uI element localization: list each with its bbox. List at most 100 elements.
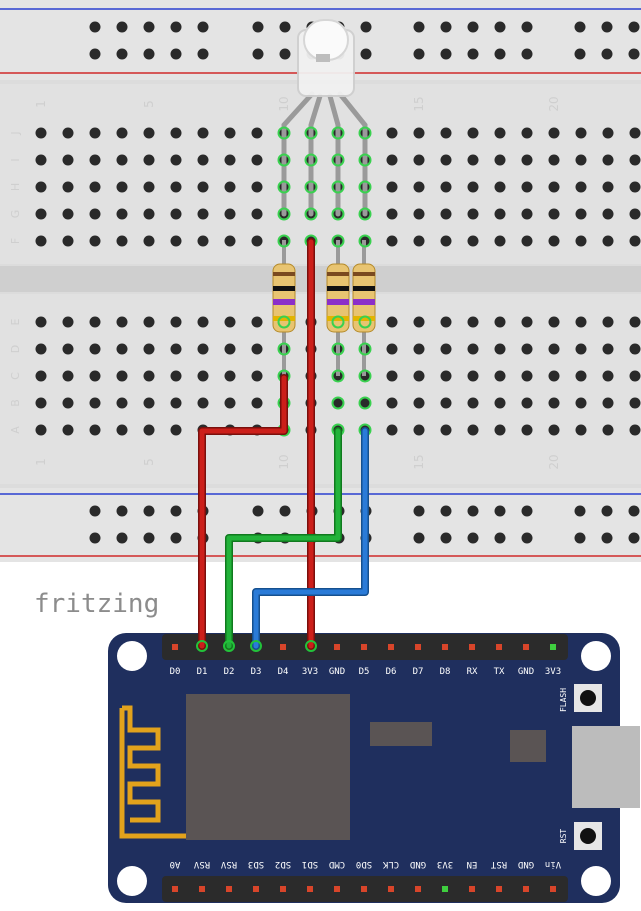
breadboard-hole — [170, 370, 182, 382]
breadboard-hole — [629, 397, 641, 409]
connected-hole — [331, 396, 345, 410]
connected-hole — [331, 180, 345, 194]
flash-button-cap[interactable] — [580, 690, 596, 706]
breadboard-hole — [440, 397, 452, 409]
header-pin — [172, 644, 178, 650]
column-number-top: 15 — [412, 96, 426, 111]
wifi-antenna — [119, 705, 186, 839]
breadboard-hole — [89, 316, 101, 328]
wires — [198, 238, 369, 650]
row-letter: F — [9, 238, 22, 244]
breadboard-hole — [197, 343, 209, 355]
rst-button-cap[interactable] — [580, 828, 596, 844]
breadboard-hole — [224, 370, 236, 382]
power-rail-hole — [279, 21, 291, 33]
breadboard-hole — [251, 127, 263, 139]
breadboard-hole — [413, 316, 425, 328]
connected-hole — [304, 126, 318, 140]
power-rail-hole — [628, 21, 640, 33]
column-number-top: 20 — [547, 96, 561, 111]
breadboard-hole — [197, 208, 209, 220]
power-rail-hole — [521, 48, 533, 60]
breadboard-hole — [548, 316, 560, 328]
pin-label-bottom: EN — [467, 859, 478, 869]
pin-label-bottom: RST — [490, 859, 507, 869]
power-rail-hole — [574, 21, 586, 33]
breadboard-hole — [494, 154, 506, 166]
breadboard-hole — [197, 154, 209, 166]
row-letter: A — [9, 426, 22, 434]
pin-label-top: D7 — [413, 667, 424, 677]
breadboard-hole — [170, 208, 182, 220]
power-rail-hole — [494, 505, 506, 517]
breadboard-hole — [548, 235, 560, 247]
power-rail-hole — [413, 532, 425, 544]
breadboard-hole — [494, 316, 506, 328]
breadboard-hole — [143, 235, 155, 247]
pin-label-bottom: SD2 — [275, 859, 291, 869]
breadboard-hole — [467, 127, 479, 139]
breadboard-hole — [521, 181, 533, 193]
connected-hole — [358, 234, 372, 248]
header-pin — [334, 644, 340, 650]
column-number-top: 1 — [34, 100, 48, 108]
power-rail-hole — [467, 21, 479, 33]
header-pin — [388, 644, 394, 650]
power-rail-hole — [574, 505, 586, 517]
breadboard-hole — [359, 397, 371, 409]
led-leg-red — [281, 91, 315, 217]
resistor-2 — [326, 240, 350, 376]
breadboard-hole — [629, 154, 641, 166]
connected-hole — [358, 126, 372, 140]
breadboard-hole — [35, 208, 47, 220]
power-rail-hole — [252, 505, 264, 517]
breadboard-hole — [224, 208, 236, 220]
breadboard-hole — [224, 235, 236, 247]
pin-label-bottom: A0 — [170, 859, 181, 869]
breadboard-hole — [629, 235, 641, 247]
breadboard-hole — [521, 235, 533, 247]
power-rail-hole — [170, 48, 182, 60]
power-rail-hole — [197, 48, 209, 60]
breadboard-hole — [143, 316, 155, 328]
led-leg-common — [308, 93, 323, 217]
breadboard-hole — [521, 154, 533, 166]
power-rail-hole — [89, 532, 101, 544]
wire-blue-d3 — [253, 428, 368, 649]
power-rail-hole — [601, 21, 613, 33]
header-pin — [199, 886, 205, 892]
pin-label-top: D5 — [359, 667, 370, 677]
breadboard-hole — [143, 154, 155, 166]
breadboard-hole — [575, 370, 587, 382]
breadboard-hole — [197, 397, 209, 409]
breadboard-hole — [440, 316, 452, 328]
led-legs — [281, 91, 368, 217]
breadboard-hole — [62, 370, 74, 382]
breadboard-hole — [143, 181, 155, 193]
breadboard-hole — [386, 127, 398, 139]
breadboard-hole — [548, 181, 560, 193]
power-rail-hole — [601, 48, 613, 60]
power-rail-hole — [116, 505, 128, 517]
breadboard-hole — [224, 127, 236, 139]
pin-label-top: D3 — [251, 667, 262, 677]
breadboard-hole — [521, 343, 533, 355]
header-pin — [280, 886, 286, 892]
breadboard-hole — [116, 127, 128, 139]
breadboard-hole — [494, 181, 506, 193]
breadboard-hole — [629, 208, 641, 220]
power-rail-hole — [143, 21, 155, 33]
breadboard-hole — [548, 154, 560, 166]
breadboard-hole — [251, 181, 263, 193]
connected-hole — [358, 369, 372, 383]
breadboard-hole — [116, 181, 128, 193]
power-rail-hole — [360, 21, 372, 33]
power-rail-hole — [116, 21, 128, 33]
breadboard-hole — [143, 343, 155, 355]
breadboard-hole — [440, 424, 452, 436]
breadboard-hole — [467, 424, 479, 436]
mount-hole-tr — [581, 641, 611, 671]
